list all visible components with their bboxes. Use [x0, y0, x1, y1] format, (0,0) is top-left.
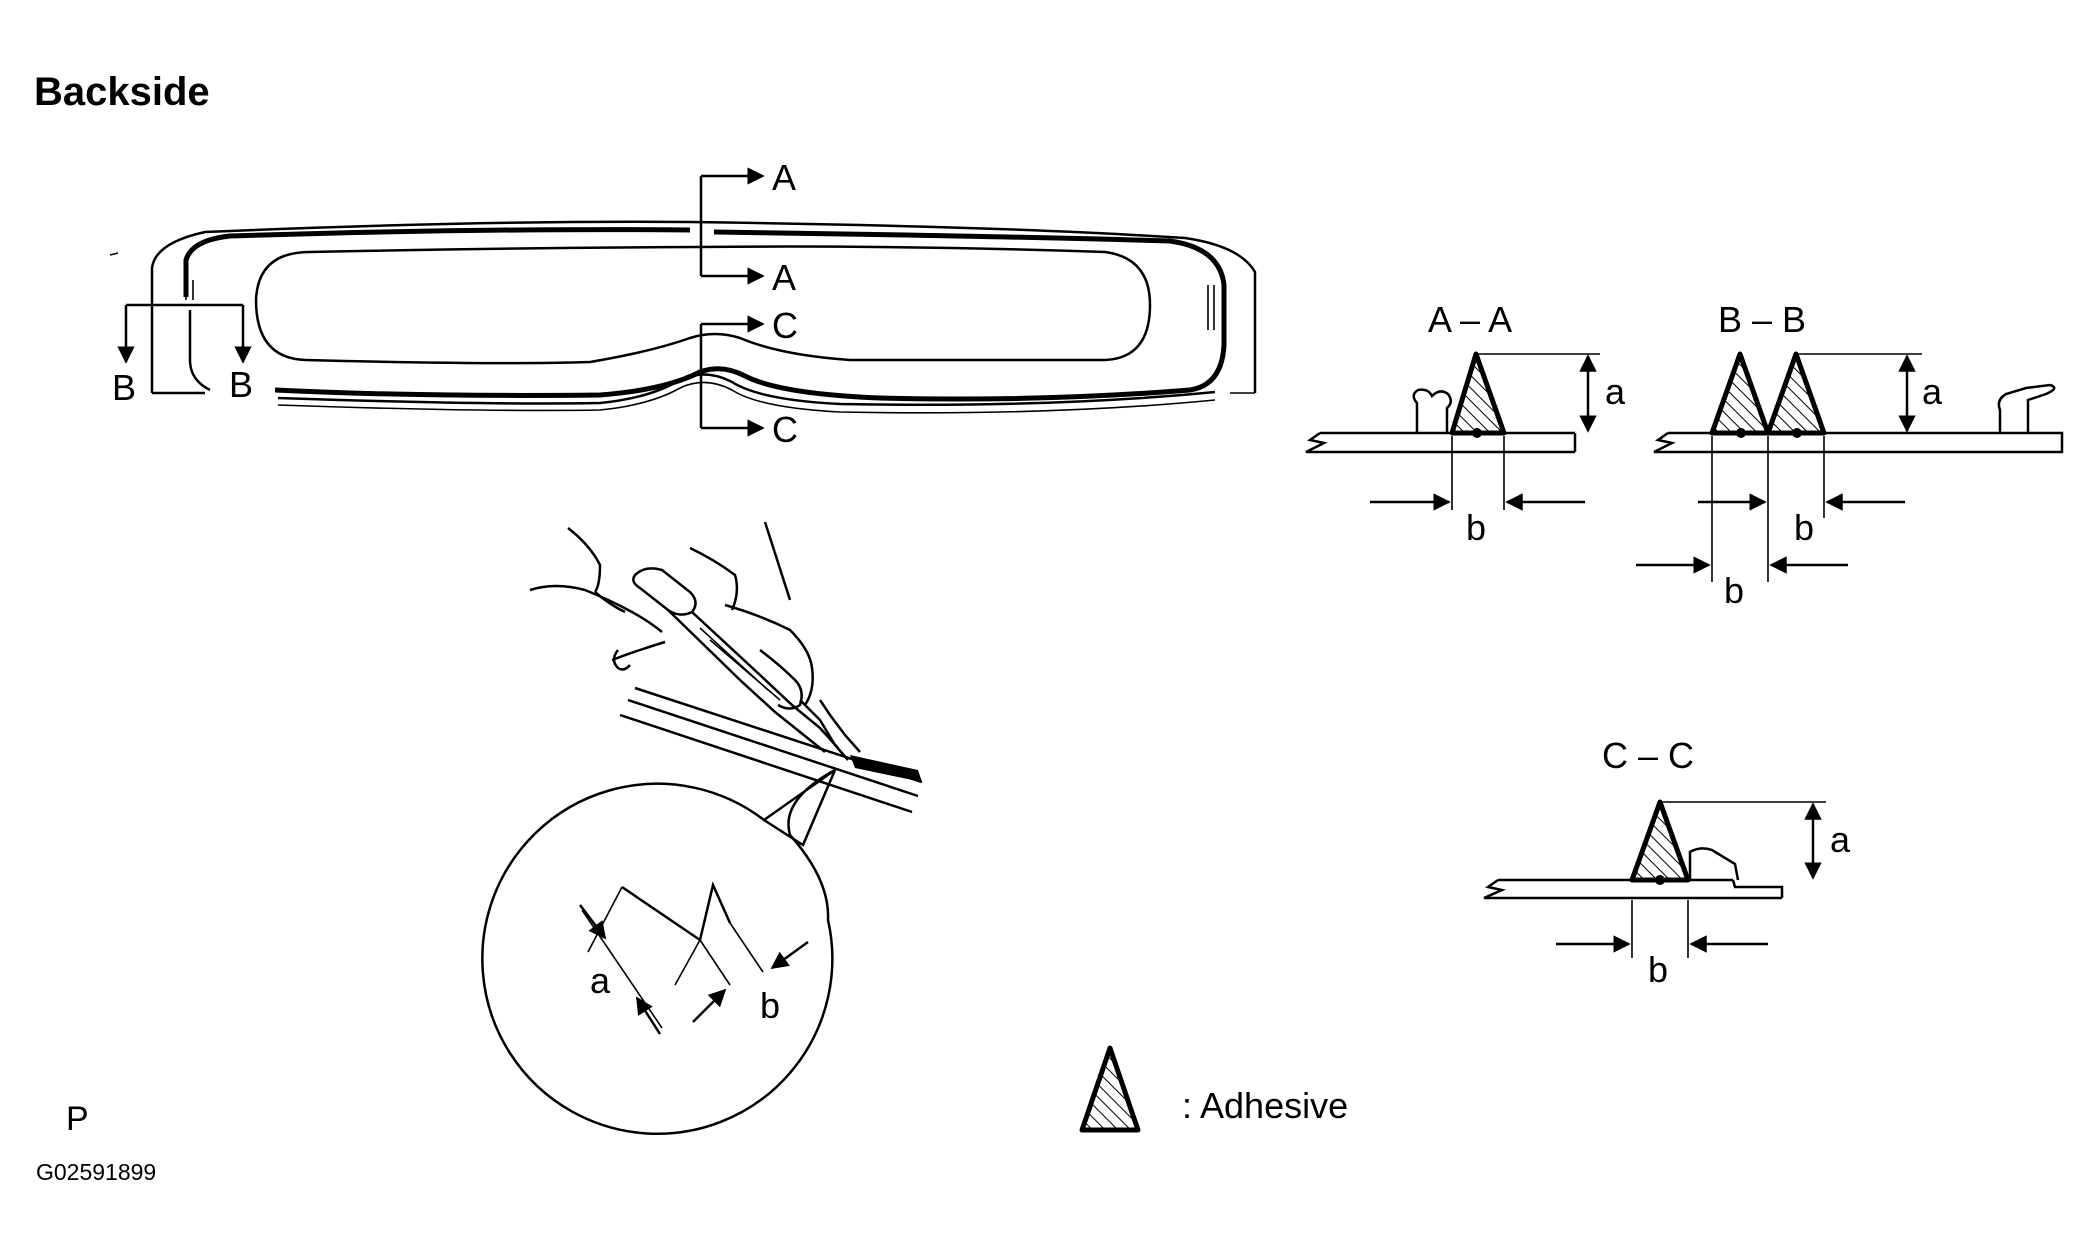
section-c-c: C – C a b	[1483, 735, 1851, 990]
section-cut-a: A A	[699, 157, 796, 298]
section-cut-c: C C	[699, 305, 798, 450]
dimension-b-outer: b	[1724, 570, 1744, 611]
adhesive-bead-right	[1765, 351, 1827, 436]
dimension-b: b	[1466, 507, 1486, 548]
section-label-c-bottom: C	[772, 409, 798, 450]
legend-text: : Adhesive	[1182, 1085, 1348, 1126]
figure-code: G02591899	[36, 1159, 156, 1185]
page-title: Backside	[34, 70, 210, 114]
adhesive-bead-left	[1709, 351, 1771, 436]
section-b-b: B – B a b b	[1636, 299, 2064, 611]
section-label-a-bottom: A	[772, 257, 796, 298]
dimension-a: a	[1922, 371, 1943, 412]
detail-dimension-a: a	[590, 960, 611, 1001]
adhesive-gun-illustration	[529, 521, 923, 814]
section-c-c-title: C – C	[1602, 735, 1694, 776]
section-cut-b: B B	[112, 303, 253, 408]
legend: : Adhesive	[1079, 1045, 1348, 1133]
section-label-b-right: B	[229, 364, 253, 405]
dimension-a: a	[1605, 371, 1626, 412]
section-label-c-top: C	[772, 305, 798, 346]
adhesive-legend-icon	[1079, 1045, 1141, 1133]
section-label-b-left: B	[112, 367, 136, 408]
back-door-panel	[109, 220, 1257, 414]
dimension-b-inner: b	[1794, 507, 1814, 548]
section-label-a-top: A	[772, 157, 796, 198]
dimension-a: a	[1830, 819, 1851, 860]
detail-dimension-b: b	[760, 985, 780, 1026]
dimension-b: b	[1648, 949, 1668, 990]
section-a-a: A – A a b	[1305, 299, 1626, 548]
adhesive-bead	[1629, 799, 1691, 883]
corner-letter: P	[66, 1100, 89, 1138]
section-b-b-title: B – B	[1718, 299, 1806, 340]
section-a-a-title: A – A	[1428, 299, 1512, 340]
adhesive-bead	[1449, 351, 1507, 436]
bead-detail-callout: a b	[481, 768, 837, 1135]
